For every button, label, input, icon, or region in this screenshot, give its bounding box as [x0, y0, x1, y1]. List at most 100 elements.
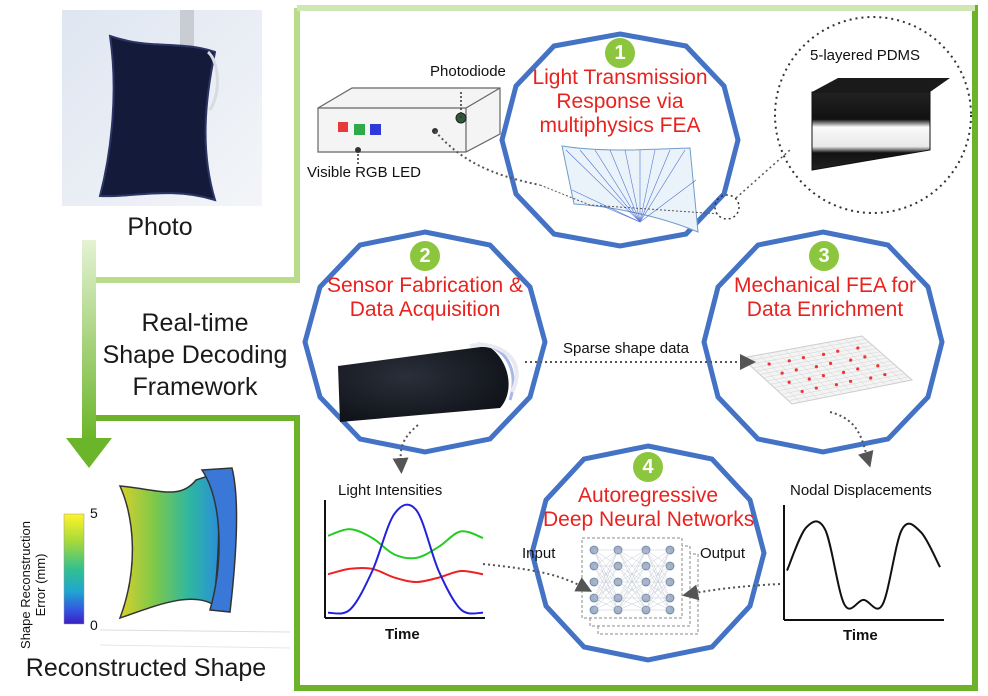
mesh-node — [821, 352, 826, 356]
colorbar-label-line-2: Error (mm) — [33, 553, 48, 617]
mesh-node — [856, 367, 860, 371]
step-2-line-1: Sensor Fabrication & — [326, 274, 524, 297]
pdms-label: 5-layered PDMS — [810, 47, 921, 64]
mesh-line — [810, 345, 861, 391]
mesh-line — [788, 376, 909, 401]
nn-edge — [645, 549, 671, 599]
step-2-badge: 2 — [410, 241, 440, 271]
mesh-node — [780, 371, 784, 375]
mesh-node — [841, 370, 846, 374]
mesh-node — [814, 386, 818, 390]
nodal-chart-xlabel: Time — [843, 627, 878, 644]
mesh-node — [883, 372, 887, 377]
mesh-node — [876, 364, 880, 368]
step-1-line-1: Light Transmission — [532, 66, 708, 89]
light-chart-title: Light Intensities — [338, 482, 443, 499]
sparse-shape-label: Sparse shape data — [563, 340, 689, 357]
output-label: Output — [700, 545, 746, 562]
mesh-node — [800, 389, 804, 394]
pdms-zoom-circle — [714, 16, 972, 220]
nn-edge — [617, 581, 647, 599]
nn-edge — [645, 549, 671, 583]
colorbar-min: 0 — [90, 617, 98, 633]
mesh-line — [818, 343, 870, 389]
octagon-step-3 — [701, 229, 945, 455]
step-3-line-1: Mechanical FEA for — [733, 274, 917, 297]
step-3-title: Mechanical FEA for Data Enrichment — [725, 274, 925, 322]
mesh-line — [861, 335, 913, 381]
nn-edge — [645, 597, 671, 611]
nn-edge — [593, 549, 619, 583]
step-2-line-2: Data Acquisition — [349, 298, 501, 321]
mesh-node — [828, 361, 833, 365]
mesh-line — [784, 373, 905, 398]
mesh-line — [827, 342, 878, 388]
mesh-line — [791, 379, 913, 405]
step-1-line-3: multiphysics FEA — [539, 114, 701, 137]
nn-edge — [593, 565, 619, 599]
nn-edge — [593, 549, 619, 567]
nn-edge — [645, 565, 671, 599]
colorbar-label-line-1: Shape Reconstruction — [18, 521, 33, 649]
step-1-badge: 1 — [605, 38, 635, 68]
mesh-node — [767, 362, 771, 366]
nn-edge — [645, 581, 671, 599]
photodiode-label: Photodiode — [430, 63, 506, 80]
sensor-photo — [62, 10, 262, 206]
nodal-displacement-chart — [783, 505, 944, 621]
input-label: Input — [522, 545, 556, 562]
mesh-line — [770, 360, 891, 385]
framework-frame — [95, 5, 978, 691]
mesh-node — [834, 383, 839, 387]
octagon-step-1 — [499, 31, 741, 249]
mesh-nodes — [767, 346, 887, 394]
step-2-title: Sensor Fabrication & Data Acquisition — [325, 274, 525, 322]
mesh-line — [774, 364, 895, 388]
nn-edge — [645, 549, 671, 611]
mesh-line — [853, 337, 904, 382]
mesh-line — [766, 357, 888, 382]
octagon-step-4 — [529, 443, 767, 663]
framework-title-line-3: Framework — [132, 373, 258, 401]
mesh-node — [863, 355, 867, 359]
nn-edge — [645, 565, 671, 611]
nn-edge — [593, 565, 619, 611]
mesh-grid — [741, 335, 913, 405]
mesh-line — [777, 367, 898, 392]
nn-edge — [593, 581, 619, 611]
mesh-line — [836, 340, 887, 386]
nodal-series-0 — [786, 520, 941, 610]
nn-edge — [617, 565, 647, 599]
nn-edge — [593, 597, 619, 611]
mesh-node — [801, 356, 806, 360]
nn-edge — [617, 581, 647, 611]
step-4-line-1: Autoregressive — [577, 484, 719, 507]
colorbar-max: 5 — [90, 505, 98, 521]
nn-edge — [593, 549, 619, 611]
light-series-green — [327, 528, 484, 560]
mesh-node — [814, 365, 819, 369]
nodal-chart-title: Nodal Displacements — [790, 482, 932, 499]
colorbar-label: Shape Reconstruction Error (mm) — [18, 510, 48, 660]
nn-edge — [617, 549, 647, 583]
nn-edge — [645, 549, 671, 567]
mesh-node — [836, 349, 840, 353]
colorbar — [63, 513, 85, 625]
device-box — [317, 87, 721, 215]
nn-edge — [593, 581, 619, 599]
light-series-red — [327, 566, 484, 584]
framework-title-line-2: Shape Decoding — [102, 341, 288, 369]
step-1-line-2: Response via — [556, 90, 684, 113]
mesh-node — [787, 359, 791, 363]
step-4-line-2: Deep Neural Networks — [543, 508, 755, 531]
nn-edge — [617, 549, 647, 611]
light-intensity-chart — [324, 500, 485, 619]
step-1-title: Light Transmission Response via multiphy… — [530, 66, 710, 138]
mesh-node — [794, 368, 798, 372]
photo-caption: Photo — [127, 213, 193, 241]
nn-edge — [617, 597, 647, 611]
neural-network-icon — [581, 537, 699, 635]
flow-arrows — [392, 354, 874, 601]
mesh-node — [848, 379, 853, 383]
